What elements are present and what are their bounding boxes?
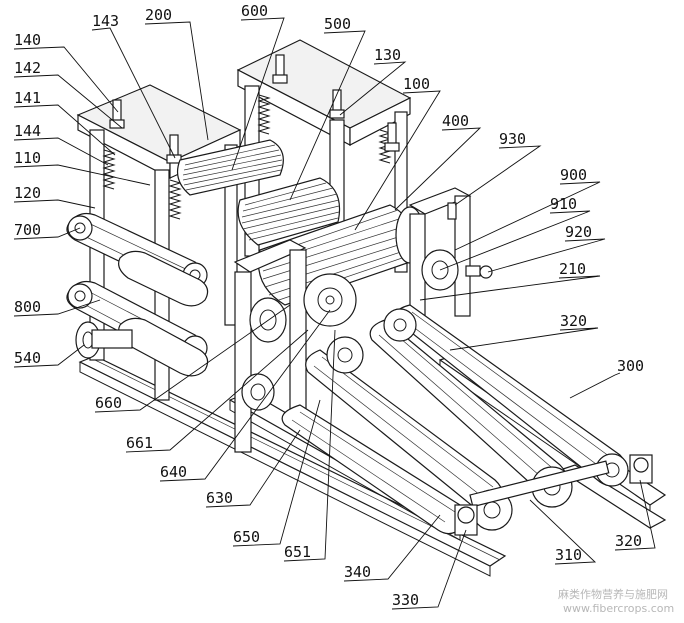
roller-600 bbox=[177, 139, 284, 196]
label-540: 540 bbox=[14, 349, 41, 367]
roller-500 bbox=[237, 177, 341, 246]
label-651: 651 bbox=[284, 543, 311, 561]
label-920: 920 bbox=[565, 223, 592, 241]
label-900: 900 bbox=[560, 166, 587, 184]
part-labels: 140 143 200 600 500 130 142 141 100 400 … bbox=[14, 2, 644, 609]
front-frame bbox=[233, 239, 357, 453]
label-310: 310 bbox=[555, 546, 582, 564]
label-210: 210 bbox=[559, 260, 586, 278]
label-800: 800 bbox=[14, 298, 41, 316]
label-700: 700 bbox=[14, 221, 41, 239]
label-140: 140 bbox=[14, 31, 41, 49]
label-200: 200 bbox=[145, 6, 172, 24]
chain-800 bbox=[66, 280, 209, 377]
label-143: 143 bbox=[92, 12, 119, 30]
leader-lines bbox=[13, 17, 656, 610]
left-chains bbox=[66, 212, 209, 377]
chain-700 bbox=[66, 212, 209, 307]
left-springs bbox=[102, 149, 182, 220]
watermark-title: 麻类作物营养与施肥网 bbox=[558, 587, 668, 601]
label-320-lower: 320 bbox=[615, 532, 642, 550]
label-630: 630 bbox=[206, 489, 233, 507]
label-120: 120 bbox=[14, 184, 41, 202]
label-330: 330 bbox=[392, 591, 419, 609]
label-340: 340 bbox=[344, 563, 371, 581]
label-400: 400 bbox=[442, 112, 469, 130]
label-320-upper: 320 bbox=[560, 312, 587, 330]
label-110: 110 bbox=[14, 149, 41, 167]
watermark: 麻类作物营养与施肥网 www.fibercrops.com bbox=[558, 587, 674, 615]
label-660: 660 bbox=[95, 394, 122, 412]
watermark-url: www.fibercrops.com bbox=[563, 602, 674, 615]
label-600: 600 bbox=[241, 2, 268, 20]
label-650: 650 bbox=[233, 528, 260, 546]
label-144: 144 bbox=[14, 122, 41, 140]
label-930: 930 bbox=[499, 130, 526, 148]
label-100: 100 bbox=[403, 75, 430, 93]
label-910: 910 bbox=[550, 195, 577, 213]
label-130: 130 bbox=[374, 46, 401, 64]
flange-540 bbox=[75, 321, 133, 359]
label-141: 141 bbox=[14, 89, 41, 107]
label-500: 500 bbox=[324, 15, 351, 33]
conveyor-300 bbox=[281, 304, 653, 536]
label-142: 142 bbox=[14, 59, 41, 77]
right-bearings bbox=[408, 187, 493, 325]
label-661: 661 bbox=[126, 434, 153, 452]
label-300: 300 bbox=[617, 357, 644, 375]
label-640: 640 bbox=[160, 463, 187, 481]
